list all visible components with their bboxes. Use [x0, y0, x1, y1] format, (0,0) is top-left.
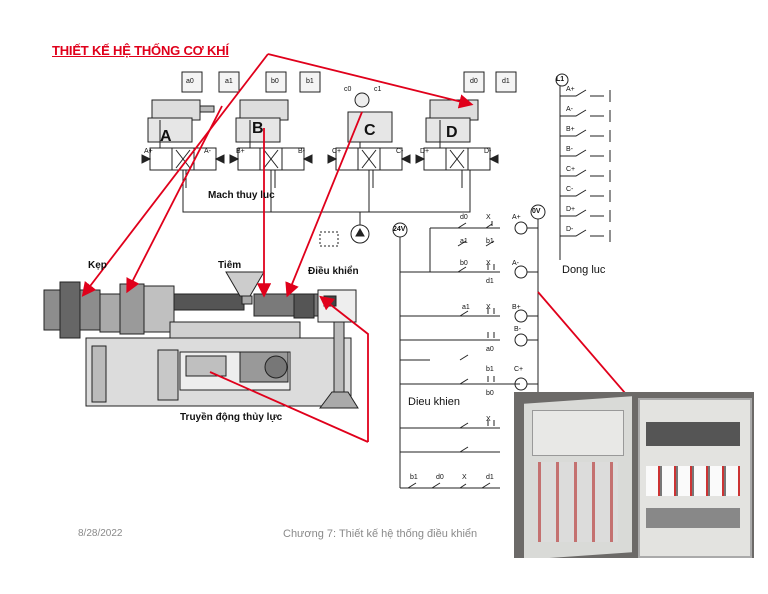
contact-16: b0 — [486, 390, 494, 397]
cylinder-d-label: D — [446, 124, 458, 141]
power-circuit-label: Dong luc — [562, 264, 606, 276]
contact-6: X — [486, 260, 491, 267]
injection-machine — [43, 271, 359, 409]
cylinder-d — [425, 71, 517, 143]
door-panel — [532, 410, 624, 456]
port-d-minus: D- — [484, 148, 492, 155]
contact-19: d0 — [436, 474, 444, 481]
contact-10: X — [486, 304, 491, 311]
relay-row — [646, 466, 740, 496]
contact-18: b1 — [410, 474, 418, 481]
leader-lines — [81, 53, 653, 443]
contact-7: A- — [512, 260, 519, 267]
control-circuit — [392, 73, 569, 489]
hydraulic-circuit — [141, 71, 517, 247]
contact-15: C+ — [514, 366, 524, 373]
contact-5: b0 — [460, 260, 468, 267]
sensor-b1: b1 — [306, 78, 314, 85]
contact-21: d1 — [486, 474, 494, 481]
sensor-a1: a1 — [225, 78, 233, 85]
drive-label: Truyền động thủy lực — [180, 412, 283, 423]
contact-1: X — [486, 214, 491, 221]
power-row-5: C- — [566, 186, 574, 193]
contact-8: d1 — [486, 278, 494, 285]
supply-l1: L1 — [556, 76, 565, 83]
port-a-plus: A+ — [144, 148, 153, 155]
port-b-plus: B+ — [236, 148, 245, 155]
contact-11: B+ — [512, 304, 521, 311]
power-row-7: D- — [566, 226, 574, 233]
contact-12: B- — [514, 326, 521, 333]
power-row-4: C+ — [566, 166, 576, 173]
sensor-d1: d1 — [502, 78, 510, 85]
contact-3: a1 — [460, 238, 468, 245]
valve-d — [415, 147, 499, 171]
contact-4: b1 — [486, 238, 494, 245]
power-rows — [560, 89, 611, 242]
port-c-plus: C+ — [332, 148, 342, 155]
contact-14: b1 — [486, 366, 494, 373]
power-row-0: A+ — [566, 86, 575, 93]
cylinder-b-label: B — [252, 120, 264, 137]
control-circuit-label: Dieu khien — [408, 396, 460, 408]
footer-chapter: Chương 7: Thiết kế hệ thống điều khiển — [283, 528, 478, 540]
cylinder-a-label: A — [160, 128, 172, 145]
power-row-2: B+ — [566, 126, 575, 133]
door-wiring — [538, 462, 618, 542]
port-b-minus: B- — [298, 148, 305, 155]
clamp-label: Kẹp — [88, 260, 107, 271]
sensor-c0: c0 — [344, 86, 352, 93]
sensor-c1: c1 — [374, 86, 382, 93]
hydraulic-circuit-label: Mach thuy luc — [208, 190, 275, 201]
contact-9: a1 — [462, 304, 470, 311]
contact-20: X — [462, 474, 467, 481]
terminal-strip — [646, 508, 740, 528]
cylinder-a — [147, 71, 240, 143]
power-row-1: A- — [566, 106, 573, 113]
contact-17: X — [486, 416, 491, 423]
slide-title: THIẾT KẾ HỆ THỐNG CƠ KHÍ — [52, 43, 229, 58]
valve-a — [141, 147, 225, 171]
injection-label: Tiêm — [218, 260, 242, 271]
valve-b — [229, 147, 313, 171]
contacts — [407, 221, 495, 489]
control-cabinet-photo — [514, 392, 754, 558]
footer-date: 8/28/2022 — [78, 528, 123, 539]
cylinder-b — [235, 71, 321, 143]
din-rail-top — [646, 422, 740, 446]
power-circuit — [559, 86, 611, 260]
contact-2: A+ — [512, 214, 521, 221]
port-d-plus: D+ — [420, 148, 430, 155]
voltage-0v: 0V — [532, 208, 541, 215]
power-row-6: D+ — [566, 206, 576, 213]
port-a-minus: A- — [204, 148, 211, 155]
control-label: Điều khiển — [308, 266, 359, 277]
port-c-minus: C- — [396, 148, 404, 155]
voltage-24v: 24V — [393, 226, 406, 233]
sensor-d0: d0 — [470, 78, 478, 85]
contact-0: d0 — [460, 214, 468, 221]
sensor-a0: a0 — [186, 78, 194, 85]
power-row-3: B- — [566, 146, 573, 153]
contact-13: a0 — [486, 346, 494, 353]
sensor-b0: b0 — [271, 78, 279, 85]
motor-c-label: C — [364, 122, 376, 139]
